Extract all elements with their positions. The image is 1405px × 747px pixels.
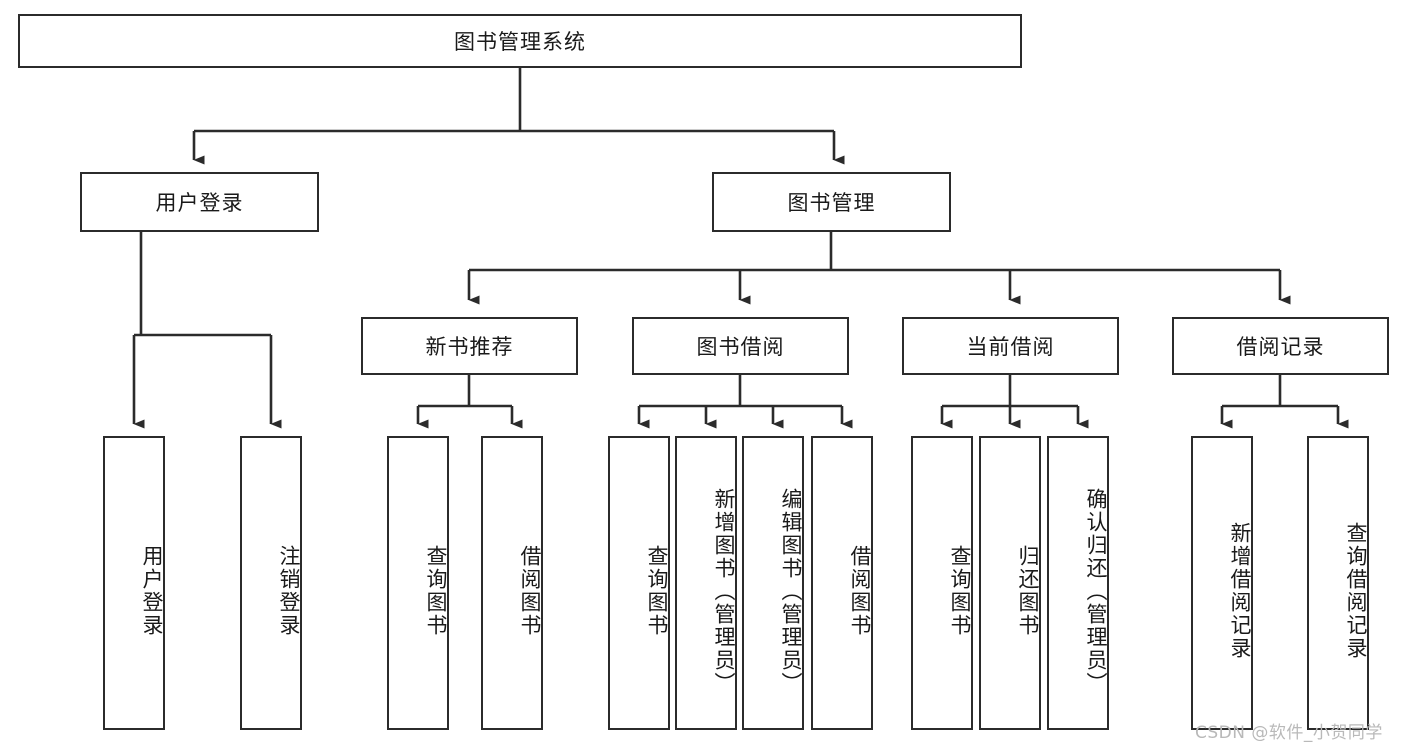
leaf-query-book-borrow[interactable]: 查询图书 <box>608 436 670 730</box>
leaf-add-borrow-record[interactable]: 新增借阅记录 <box>1191 436 1253 730</box>
leaf-return-book[interactable]: 归还图书 <box>979 436 1041 730</box>
node-label: 用户登录 <box>155 191 244 215</box>
leaf-add-book[interactable]: 新增图书（管理员） <box>675 436 737 730</box>
leaf-edit-book[interactable]: 编辑图书（管理员） <box>742 436 804 730</box>
node-label: 查询借阅记录 <box>1344 522 1368 660</box>
node-new-book-recommend[interactable]: 新书推荐 <box>361 317 578 375</box>
node-label: 归还图书 <box>1016 545 1040 637</box>
leaf-borrow-book-recommend[interactable]: 借阅图书 <box>481 436 543 730</box>
node-label: 查询图书 <box>948 545 972 637</box>
node-label: 注销登录 <box>277 545 301 637</box>
node-label: 用户登录 <box>140 545 164 637</box>
node-label: 查询图书 <box>645 545 669 637</box>
node-label: 新增借阅记录 <box>1228 522 1252 660</box>
node-label: 图书借阅 <box>696 335 785 359</box>
node-label: 当前借阅 <box>966 335 1055 359</box>
node-label: 借阅图书 <box>518 545 542 637</box>
node-label: 查询图书 <box>424 545 448 637</box>
leaf-borrow-book[interactable]: 借阅图书 <box>811 436 873 730</box>
csdn-watermark: CSDN @软件_小贺同学 <box>1195 723 1383 743</box>
node-book-manage[interactable]: 图书管理 <box>712 172 951 232</box>
leaf-query-book-recommend[interactable]: 查询图书 <box>387 436 449 730</box>
node-label: 借阅记录 <box>1236 335 1325 359</box>
node-book-management-system[interactable]: 图书管理系统 <box>18 14 1022 68</box>
leaf-logout-login[interactable]: 注销登录 <box>240 436 302 730</box>
leaf-confirm-return[interactable]: 确认归还（管理员） <box>1047 436 1109 730</box>
node-book-borrow[interactable]: 图书借阅 <box>632 317 849 375</box>
leaf-query-borrow-record[interactable]: 查询借阅记录 <box>1307 436 1369 730</box>
node-label: 新增图书（管理员） <box>712 487 736 695</box>
node-label: 确认归还（管理员） <box>1084 487 1108 695</box>
node-borrow-record[interactable]: 借阅记录 <box>1172 317 1389 375</box>
leaf-query-book-current[interactable]: 查询图书 <box>911 436 973 730</box>
node-label: 编辑图书（管理员） <box>779 487 803 695</box>
node-label: 图书管理 <box>787 191 876 215</box>
node-current-borrow[interactable]: 当前借阅 <box>902 317 1119 375</box>
node-label: 借阅图书 <box>848 545 872 637</box>
node-label: 图书管理系统 <box>454 30 586 54</box>
leaf-user-login[interactable]: 用户登录 <box>103 436 165 730</box>
node-user-login[interactable]: 用户登录 <box>80 172 319 232</box>
node-label: 新书推荐 <box>425 335 514 359</box>
